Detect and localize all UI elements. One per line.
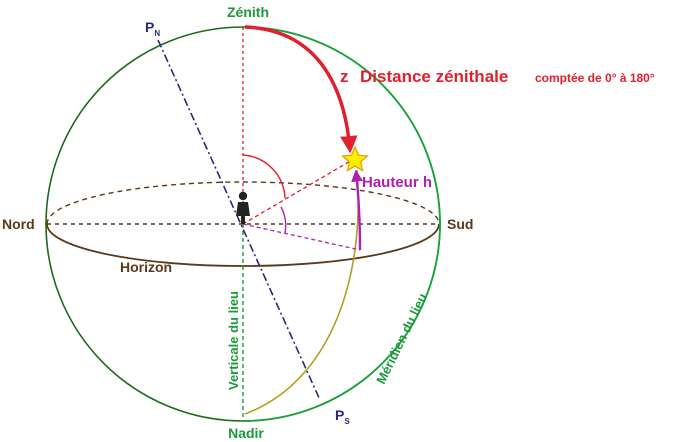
horizon-front-arc [46, 223, 440, 267]
pole-south-label: PS [335, 407, 350, 426]
zenith-angle-arc [242, 154, 286, 199]
altitude-label: Hauteur h [362, 174, 432, 191]
horizon-projection-line [242, 223, 361, 251]
pole-north-label: PN [145, 19, 160, 38]
south-label: Sud [447, 216, 473, 232]
meridian-arc [242, 26, 441, 422]
zenith-distance-label: Distance zénithale [360, 67, 508, 86]
vertical-label: Verticale du lieu [226, 291, 241, 390]
zenith-distance-symbol: z [340, 67, 349, 86]
zenith-distance-range-label: comptée de 0° à 180° [535, 71, 655, 85]
altitude-angle-arc [280, 206, 287, 234]
vertical-circle-arc [244, 169, 360, 415]
zenith-label: Zénith [227, 4, 269, 20]
horizon-back-arc [46, 181, 440, 225]
horizon-label: Horizon [120, 259, 172, 275]
north-label: Nord [2, 216, 35, 232]
star-icon [341, 145, 369, 172]
star-direction-line [242, 159, 353, 225]
meridian-label: Méridien du lieu [373, 291, 430, 387]
altitude-arrow [351, 169, 364, 251]
zenith-distance-arrow [244, 25, 358, 154]
person-icon [236, 191, 250, 224]
polar-axis [157, 39, 321, 401]
nadir-label: Nadir [228, 425, 264, 441]
